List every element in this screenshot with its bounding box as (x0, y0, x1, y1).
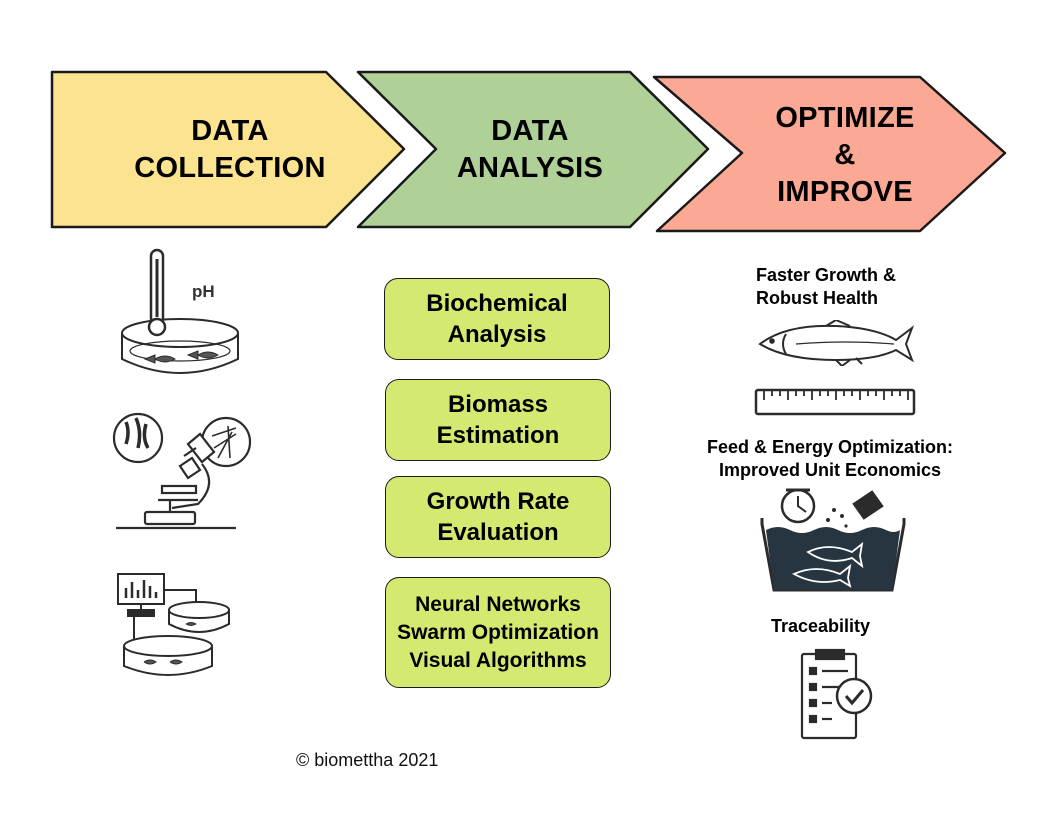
outcome-traceability-caption: Traceability (771, 616, 871, 636)
thermometer-tank-icon: pH (121, 248, 239, 374)
stage-label-optimize-improve: OPTIMIZE&IMPROVE (775, 102, 915, 208)
fish-icon (758, 320, 915, 366)
chevron-data-collection (50, 70, 406, 229)
monitor-tanks-icon (117, 573, 230, 676)
copyright-notice: © biomettha 2021 (296, 750, 439, 770)
chevron-data-analysis (356, 70, 710, 229)
chevron-banner (50, 70, 1007, 233)
outcome-growth-health-caption: Faster Growth &Robust Health (756, 265, 897, 308)
microscope-icon (112, 412, 252, 530)
ruler-icon (754, 388, 916, 416)
outcome-feed-energy-caption: Feed & Energy Optimization:Improved Unit… (706, 437, 954, 480)
ph-label: pH (192, 282, 215, 301)
chevron-optimize-improve (652, 75, 1007, 233)
clipboard-check-icon (800, 648, 873, 740)
feeding-tank-icon (760, 488, 906, 592)
